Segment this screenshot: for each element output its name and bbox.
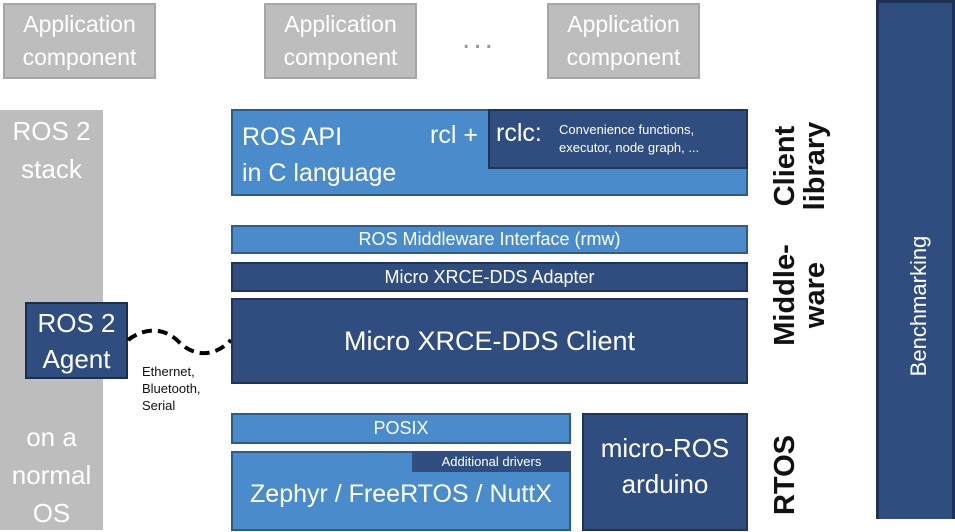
arduino-line2: arduino bbox=[621, 469, 709, 499]
app-label-line2: component bbox=[22, 44, 137, 70]
xrce-adapter-box: Micro XRCE-DDS Adapter bbox=[231, 262, 748, 292]
agent-line2: Agent bbox=[42, 343, 111, 374]
benchmarking-bar: Benchmarking bbox=[876, 0, 955, 519]
layer-label-client-library: Client library bbox=[769, 106, 831, 226]
layer-label-rtos: RTOS bbox=[769, 430, 801, 520]
ros2-os-line2: normal bbox=[11, 460, 92, 490]
transport-label: Ethernet, Bluetooth, Serial bbox=[142, 363, 201, 414]
ros2-stack-line2: stack bbox=[21, 154, 82, 184]
rclc-desc-line2: executor, node graph, ... bbox=[559, 140, 700, 155]
app-label-line1: Application bbox=[567, 11, 680, 37]
rclc-desc-line1: Convenience functions, bbox=[559, 122, 695, 137]
layer-label-middleware: Middle- ware bbox=[769, 232, 831, 358]
app-label-line1: Application bbox=[23, 11, 136, 37]
application-component-2: Application component bbox=[264, 3, 417, 79]
ros2-agent: ROS 2 Agent bbox=[25, 302, 128, 379]
rcl-label: rcl + bbox=[430, 121, 478, 149]
rclc-label: rclc: bbox=[496, 119, 542, 147]
rmw-label: ROS Middleware Interface (rmw) bbox=[358, 229, 621, 249]
rmw-box: ROS Middleware Interface (rmw) bbox=[231, 225, 748, 254]
ros-api-line2: in C language bbox=[242, 159, 397, 187]
agent-line1: ROS 2 bbox=[37, 307, 116, 338]
posix-label: POSIX bbox=[373, 418, 429, 438]
ros2-os-line1: on a bbox=[26, 422, 77, 452]
transport-line3: Serial bbox=[142, 398, 176, 413]
application-component-3: Application component bbox=[547, 3, 700, 79]
xrce-client-box: Micro XRCE-DDS Client bbox=[231, 298, 748, 384]
middleware-line2: ware bbox=[799, 261, 831, 329]
arduino-line1: micro-ROS bbox=[600, 433, 730, 463]
additional-drivers-box: Additional drivers bbox=[412, 451, 571, 472]
rclc-box: rclc: Convenience functions, executor, n… bbox=[488, 109, 748, 169]
wireless-link-curve bbox=[126, 328, 233, 356]
micro-ros-arduino-box: micro-ROS arduino bbox=[582, 413, 748, 531]
connection-link bbox=[126, 328, 233, 356]
client-library-line1: Client bbox=[769, 125, 801, 207]
app-label-line1: Application bbox=[284, 11, 397, 37]
app-label-line2: component bbox=[566, 44, 681, 70]
rtos-label: RTOS bbox=[769, 434, 801, 516]
application-component-1: Application component bbox=[3, 3, 156, 79]
client-label: Micro XRCE-DDS Client bbox=[343, 325, 636, 356]
middleware-line1: Middle- bbox=[769, 244, 801, 346]
ros2-os-line3: OS bbox=[32, 498, 71, 528]
ellipsis: ... bbox=[462, 22, 497, 55]
ros2-stack-line1: ROS 2 bbox=[12, 116, 91, 146]
additional-drivers-label: Additional drivers bbox=[441, 454, 542, 469]
transport-line1: Ethernet, bbox=[142, 364, 195, 379]
ros-api-line1: ROS API bbox=[242, 123, 343, 151]
kernels-label: Zephyr / FreeRTOS / NuttX bbox=[250, 480, 552, 508]
benchmarking-label: Benchmarking bbox=[906, 235, 931, 377]
posix-box: POSIX bbox=[231, 413, 571, 444]
client-library-line2: library bbox=[799, 121, 831, 211]
app-label-line2: component bbox=[283, 44, 398, 70]
adapter-label: Micro XRCE-DDS Adapter bbox=[384, 266, 595, 287]
transport-line2: Bluetooth, bbox=[142, 381, 201, 396]
